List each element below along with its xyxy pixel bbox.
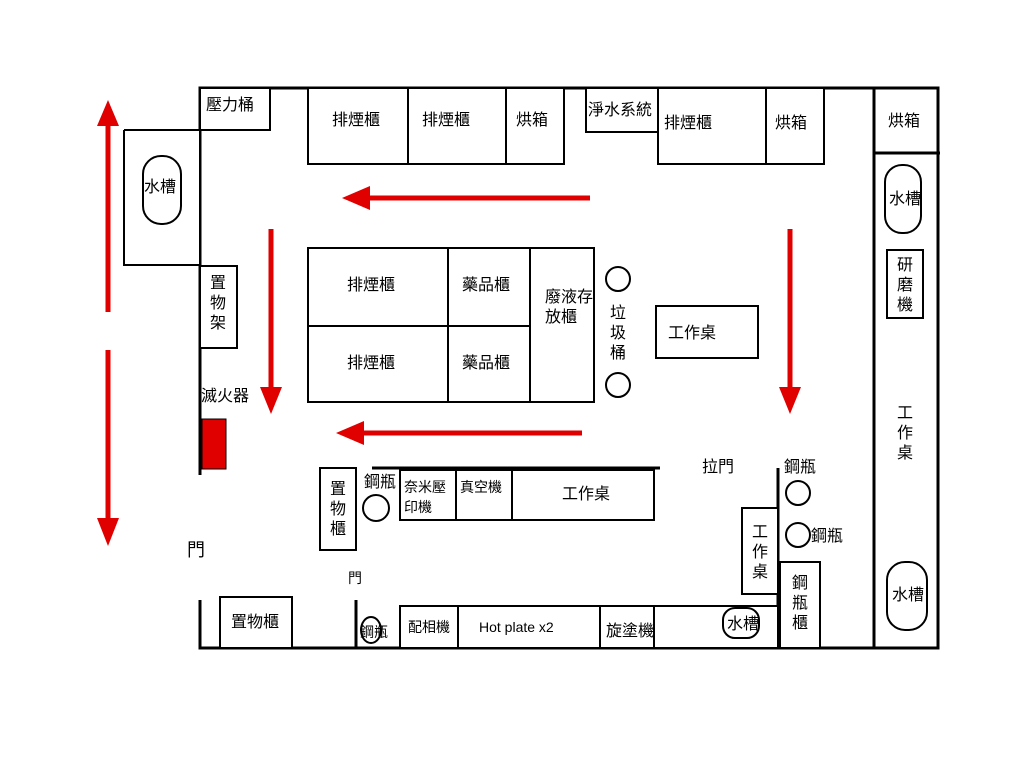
sink-1-label: 水槽 [144, 177, 176, 196]
workbench-lower-label: 工作桌 [562, 484, 610, 503]
shelf-rack-label: 置物架 [210, 273, 226, 332]
fume-hood-3-label: 排煙櫃 [664, 113, 712, 132]
gas-cylinder-4 [360, 616, 382, 644]
water-purifier [585, 87, 659, 133]
storage-cabinet-1-label: 置物櫃 [330, 479, 346, 538]
storage-cabinet-2-label: 置物櫃 [231, 612, 279, 631]
trash-can-label: 垃圾桶 [610, 303, 626, 362]
cylinder-cabinet-label: 鋼瓶櫃 [792, 573, 808, 632]
mask-aligner [399, 605, 459, 649]
arrow-down-left-head [97, 518, 119, 546]
vacuum-machine [455, 469, 513, 521]
oven-3-label: 烘箱 [888, 111, 920, 130]
spin-coater [599, 605, 655, 649]
fume-hood-4-label: 排煙櫃 [347, 275, 395, 294]
arrow-up-left-head [97, 100, 119, 126]
fume-hood-2 [407, 87, 507, 165]
chemical-cabinet-2-label: 藥品櫃 [462, 353, 510, 372]
workbench-lower [511, 469, 655, 521]
water-purifier-label: 淨水系統 [588, 100, 652, 119]
grinder-label: 研磨機 [897, 255, 913, 314]
nanoimprinter-label: 奈米壓印機 [404, 480, 446, 516]
oven-1 [505, 87, 565, 165]
workbench-center-label: 工作桌 [668, 323, 716, 342]
fume-hood-1-label: 排煙櫃 [332, 110, 380, 129]
sink-2 [884, 164, 922, 234]
fume-hood-5-label: 排煙櫃 [347, 353, 395, 372]
workbench-center [655, 305, 759, 359]
hot-plate-label: Hot plate x2 [479, 619, 554, 635]
door-label-inner: 門 [348, 571, 362, 587]
pressure-bucket [199, 87, 271, 131]
sink-4-label: 水槽 [727, 614, 759, 633]
gas-cylinder-3 [362, 494, 390, 522]
sink-3-label: 水槽 [892, 585, 924, 604]
shelf-rack [199, 265, 238, 349]
arrow-down-right-head [779, 387, 801, 414]
waste-liquid-cabinet [529, 247, 595, 403]
fume-hood-3 [657, 87, 767, 165]
fume-hood-5 [307, 325, 449, 403]
gas-cylinder-label-1: 鋼瓶 [784, 457, 816, 476]
chemical-cabinet-1 [447, 247, 531, 327]
storage-cabinet-2 [219, 596, 293, 649]
nanoimprinter [399, 469, 457, 521]
sliding-door-label: 拉門 [702, 457, 734, 476]
chemical-cabinet-1-label: 藥品櫃 [462, 275, 510, 294]
gas-cylinder-label-3: 鋼瓶 [364, 472, 396, 491]
extinguisher-label: 滅火器 [201, 386, 249, 405]
pressure-bucket-label: 壓力桶 [206, 95, 254, 114]
sink-2-label: 水槽 [889, 189, 921, 208]
grinder [886, 249, 924, 319]
gas-cylinder-label-4: 鋼瓶 [360, 625, 388, 641]
fume-hood-2-label: 排煙櫃 [422, 110, 470, 129]
sink-4 [722, 607, 760, 639]
chemical-cabinet-2 [447, 325, 531, 403]
gas-cylinder-2 [785, 522, 811, 548]
oven-2 [765, 87, 825, 165]
arrow-left-bottom-head [336, 421, 364, 445]
door-label-left: 門 [187, 540, 205, 561]
mask-aligner-label: 配相機 [408, 620, 450, 636]
fire-extinguisher [201, 418, 227, 470]
trash-can-2 [605, 372, 631, 398]
storage-cabinet-1 [319, 467, 357, 551]
trash-can-1 [605, 266, 631, 292]
workbench-small-label: 工作桌 [752, 522, 768, 581]
vacuum-machine-label: 真空機 [460, 480, 502, 496]
cylinder-cabinet [779, 561, 821, 649]
oven-1-label: 烘箱 [516, 110, 548, 129]
arrow-left-top-head [342, 186, 370, 210]
workbench-right-label: 工作桌 [897, 403, 913, 462]
flow-arrows [97, 100, 801, 546]
sink-3 [886, 561, 928, 631]
sink-1 [142, 155, 182, 225]
waste-liquid-cabinet-label: 廢液存放櫃 [545, 287, 593, 326]
arrow-down-center-left-head [260, 387, 282, 414]
oven-2-label: 烘箱 [775, 113, 807, 132]
spin-coater-label: 旋塗機 [606, 621, 654, 640]
workbench-small [741, 507, 779, 595]
hot-plate [457, 605, 601, 649]
gas-cylinder-label-2: 鋼瓶 [811, 526, 843, 545]
gas-cylinder-1 [785, 480, 811, 506]
